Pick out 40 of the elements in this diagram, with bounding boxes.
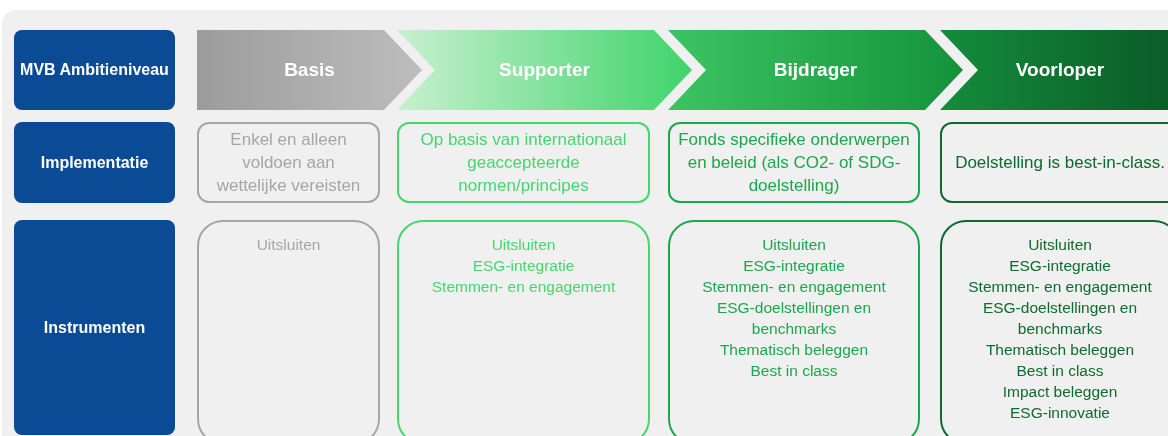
instrument-box	[397, 220, 650, 436]
instrument-box	[940, 220, 1168, 436]
row-header: Implementatie	[40, 153, 149, 172]
row-header-box	[14, 30, 175, 110]
description-box	[197, 122, 380, 203]
row-header-box	[14, 122, 175, 203]
stage-title: Voorloper	[1015, 59, 1105, 81]
instrument-item: Uitsluiten	[762, 235, 826, 255]
instrument-item: ESG-doelstellingen en benchmarks	[715, 298, 873, 339]
row-header-box	[14, 220, 175, 435]
description-text: Enkel en alleen voldoen aan wettelijke vereisten	[215, 129, 362, 197]
instrument-item: ESG-integratie	[743, 256, 845, 276]
stage-title: Basis	[284, 59, 335, 81]
row-header: MVB Ambitieniveau	[20, 61, 169, 79]
instrument-item: Best in class	[750, 361, 838, 381]
instrument-box	[197, 220, 380, 436]
description-text: Fonds specifieke onderwerpen en beleid (als CO2- of SDG- doelstelling)	[677, 129, 911, 197]
instrument-item: Uitsluiten	[256, 235, 321, 255]
instrument-item: Impact beleggen	[1002, 382, 1118, 402]
instrument-item: Thematisch beleggen	[985, 340, 1135, 360]
instrument-item: Uitsluiten	[1028, 235, 1092, 255]
instrument-item: Stemmen- en engagement	[431, 277, 616, 297]
stage-title: Supporter	[499, 59, 590, 81]
stage-title: Bijdrager	[773, 59, 858, 81]
description-box	[397, 122, 650, 203]
instrument-box	[668, 220, 920, 436]
instrument-item: Best in class	[1016, 361, 1104, 381]
instrument-item: ESG-integratie	[1009, 256, 1111, 276]
instrument-item: ESG-innovatie	[1010, 403, 1110, 423]
description-text: Op basis van internationaal geaccepteerde normen/principes	[419, 129, 628, 197]
instrument-item: ESG-doelstellingen en benchmarks	[981, 298, 1139, 339]
row-header: Instrumenten	[43, 318, 146, 337]
instrument-item: ESG-integratie	[472, 256, 575, 276]
description-text: Doelstelling is best-in-class.	[955, 152, 1165, 174]
instrument-item: Stemmen- en engagement	[968, 277, 1152, 297]
instrument-item: Thematisch beleggen	[719, 340, 869, 360]
instrument-item: Stemmen- en engagement	[702, 277, 886, 297]
instrument-item: Uitsluiten	[491, 235, 556, 255]
description-box	[668, 122, 920, 203]
description-box	[940, 122, 1168, 203]
